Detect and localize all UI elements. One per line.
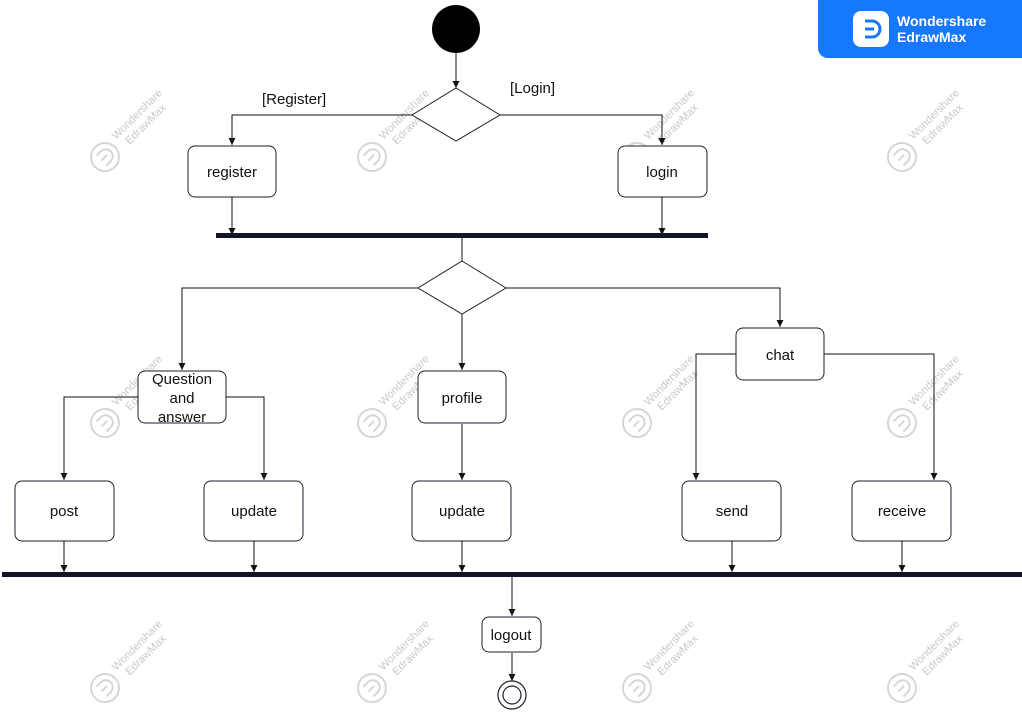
activity-chat-label: chat [766, 347, 795, 364]
watermark: Wondershare EdrawMax [84, 87, 169, 178]
brand-line1: Wondershare [897, 13, 987, 29]
activity-chat-box [735, 327, 825, 381]
activity-profile-label: profile [442, 390, 483, 407]
watermark: Wondershare EdrawMax [351, 87, 436, 178]
activity-register-box [187, 145, 277, 198]
start-node [432, 5, 480, 53]
join-bar-auth [216, 233, 708, 238]
edrawmax-watermark-icon [616, 667, 658, 709]
edrawmax-watermark-icon [351, 402, 393, 444]
watermark: Wondershare EdrawMax [84, 618, 169, 709]
activity-profile-update-label: update [439, 503, 485, 520]
watermark: Wondershare EdrawMax [881, 618, 966, 709]
edge-qa-to-post [60, 396, 138, 480]
edge-decision-to-qa [178, 287, 418, 370]
activity-receive-box [851, 480, 952, 542]
guard-login: [Login] [510, 80, 555, 97]
decision-features [417, 260, 507, 315]
end-node-inner [502, 685, 522, 705]
edrawmax-logo-glyph [865, 19, 882, 39]
activity-send: send [681, 480, 782, 542]
edge-qa-to-update [226, 396, 268, 480]
edrawmax-watermark-icon [84, 667, 126, 709]
edge-chat-to-send [692, 353, 736, 480]
guard-register: [Register] [262, 91, 326, 108]
activity-qa-update-box [203, 480, 304, 542]
edrawmax-watermark-icon [84, 136, 126, 178]
activity-send-label: send [716, 503, 749, 520]
edge-decision-to-chat [506, 287, 784, 327]
activity-post-label: post [50, 503, 79, 520]
activity-register: register [187, 145, 277, 198]
edrawmax-watermark-icon [881, 667, 923, 709]
activity-qa-update-label: update [231, 503, 277, 520]
activity-receive: receive [851, 480, 952, 542]
connector-layer [60, 52, 938, 681]
brand-badge: Wondershare EdrawMax [818, 0, 1022, 58]
edrawmax-logo-icon [853, 11, 889, 47]
edrawmax-watermark-icon [84, 402, 126, 444]
activity-login-box [617, 145, 708, 198]
activity-post: post [14, 480, 115, 542]
activity-qa-label-line1: Question [152, 371, 212, 388]
activity-send-box [681, 480, 782, 542]
activity-profile-box [417, 370, 507, 424]
edge-chat-to-receive [824, 353, 938, 480]
activity-profile-update-box [411, 480, 512, 542]
activity-post-box [14, 480, 115, 542]
decision-auth [411, 87, 501, 142]
end-node [497, 680, 527, 710]
activity-logout-label: logout [491, 627, 533, 644]
activity-qa-box [137, 370, 227, 424]
activity-login: login [617, 145, 708, 198]
edrawmax-watermark-icon [351, 667, 393, 709]
activity-chat: chat [735, 327, 825, 381]
activity-qa-update: update [203, 480, 304, 542]
activity-question-and-answer: Question and answer [137, 370, 227, 426]
activity-receive-label: receive [878, 503, 926, 520]
activity-logout-box [481, 616, 542, 653]
edge-decision-to-register [228, 114, 412, 145]
edrawmax-watermark-icon [881, 402, 923, 444]
activity-qa-label-line3: answer [158, 409, 206, 426]
activity-profile-update: update [411, 480, 512, 542]
activity-login-label: login [646, 164, 678, 181]
brand-text: Wondershare EdrawMax [897, 13, 986, 45]
edge-decision-to-login [500, 114, 666, 145]
watermark: Wondershare EdrawMax [616, 353, 701, 444]
activity-profile: profile [417, 370, 507, 424]
edrawmax-watermark-icon [881, 136, 923, 178]
watermark: Wondershare EdrawMax [351, 618, 436, 709]
activity-qa-label-line2: and [169, 390, 194, 407]
join-bar-end [2, 572, 1022, 577]
brand-line2: EdrawMax [897, 29, 967, 45]
watermark: Wondershare EdrawMax [881, 353, 966, 444]
watermark: Wondershare EdrawMax [881, 87, 966, 178]
watermark: Wondershare EdrawMax [616, 618, 701, 709]
edrawmax-watermark-icon [351, 136, 393, 178]
activity-logout: logout [481, 616, 542, 653]
edrawmax-watermark-icon [616, 402, 658, 444]
activity-register-label: register [207, 164, 257, 181]
